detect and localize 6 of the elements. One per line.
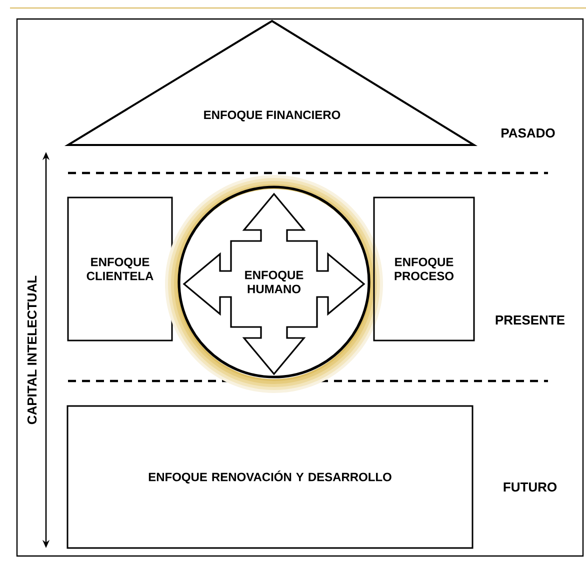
period-label: PASADO (502, 128, 555, 138)
axis-label: CAPITAL INTELECTUAL (27, 276, 37, 424)
period-label: PRESENTE (496, 315, 565, 325)
period-label: FUTURO (504, 482, 557, 492)
process-box: ENFOQUE PROCESO (373, 196, 475, 342)
process-box: ENFOQUE RENOVACIÓN Y DESARROLLO (66, 405, 474, 549)
